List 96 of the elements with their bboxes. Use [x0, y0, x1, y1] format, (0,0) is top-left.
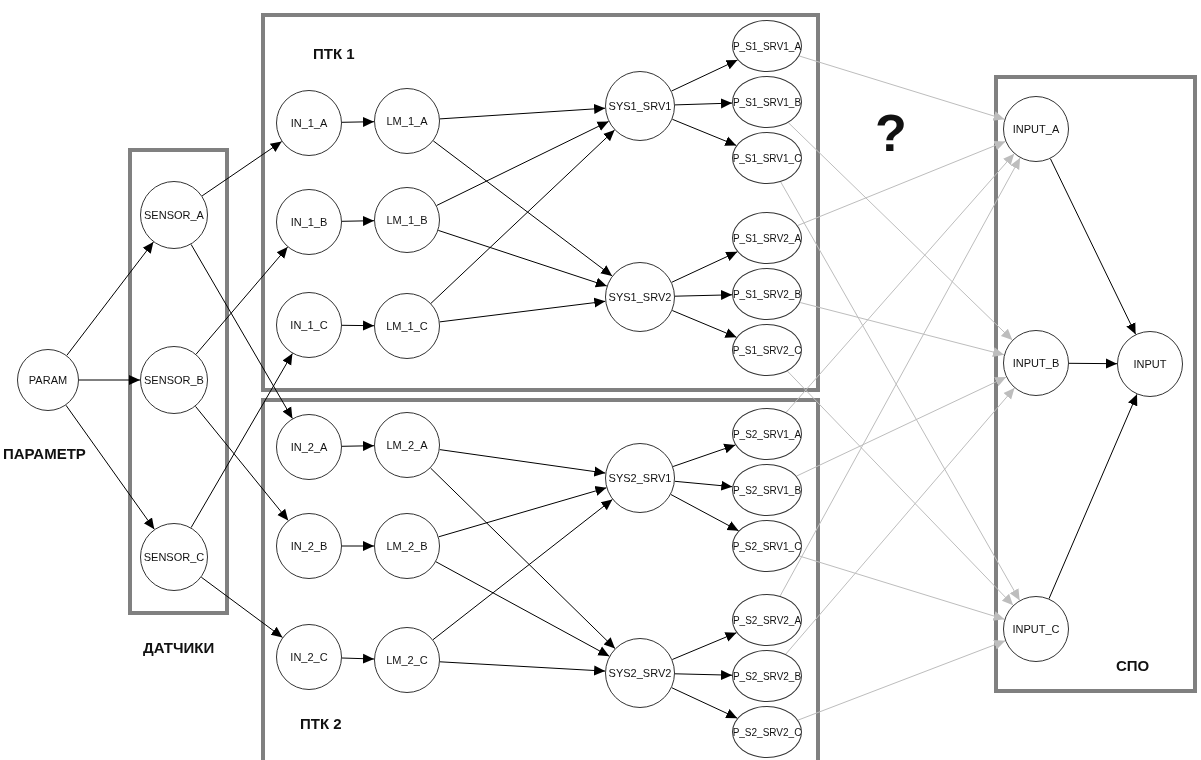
circle-node: IN_2_B: [276, 513, 342, 579]
circle-node: IN_2_A: [276, 414, 342, 480]
arrow: [341, 653, 375, 664]
arrow: [671, 632, 737, 660]
circle-node: P_S1_SRV1_C: [732, 132, 802, 184]
circle-node: P_S1_SRV1_A: [732, 20, 802, 72]
arrow: [341, 320, 375, 331]
arrow: [671, 251, 738, 283]
circle-node: PARAM: [17, 349, 79, 411]
arrow: [674, 669, 733, 680]
arrow: [671, 118, 737, 146]
arrow: [432, 499, 613, 641]
circle-node: IN_1_B: [276, 189, 342, 255]
arrow: [66, 241, 154, 356]
circle-node: LM_1_A: [374, 88, 440, 154]
arrow: [190, 353, 293, 529]
arrow: [785, 387, 1015, 655]
circle-node: LM_2_C: [374, 627, 440, 693]
arrow: [65, 404, 155, 530]
circle-node: P_S2_SRV1_B: [732, 464, 802, 516]
arrow: [437, 229, 608, 288]
arrow: [1068, 358, 1118, 369]
arrow: [439, 103, 606, 120]
circle-node: LM_2_B: [374, 513, 440, 579]
arrow: [672, 443, 736, 467]
group-title: СПО: [1116, 657, 1150, 674]
arrow: [78, 375, 141, 385]
circle-node: INPUT: [1117, 331, 1183, 397]
arrow: [1049, 158, 1137, 335]
circle-node: P_S2_SRV1_C: [732, 520, 802, 572]
circle-node: P_S2_SRV2_A: [732, 594, 802, 646]
arrow: [674, 98, 733, 109]
arrow: [671, 59, 738, 92]
arrow: [797, 140, 1006, 226]
arrow: [430, 129, 616, 304]
arrow: [436, 120, 610, 206]
arrow: [435, 561, 610, 657]
arrow: [796, 376, 1007, 477]
arrow: [798, 55, 1005, 121]
circle-node: IN_1_A: [276, 90, 342, 156]
arrow: [201, 141, 283, 197]
arrow: [797, 640, 1006, 721]
group-frame: [261, 13, 820, 392]
circle-node: SYS2_SRV1: [605, 443, 675, 513]
arrow: [341, 440, 375, 451]
arrow: [190, 243, 293, 419]
arrow: [341, 116, 375, 127]
circle-node: IN_2_C: [276, 624, 342, 690]
arrow: [671, 310, 737, 338]
circle-node: INPUT_B: [1003, 330, 1069, 396]
circle-node: SYS2_SRV2: [605, 638, 675, 708]
circle-node: P_S1_SRV2_A: [732, 212, 802, 264]
circle-node: SENSOR_C: [140, 523, 208, 591]
circle-node: LM_2_A: [374, 412, 440, 478]
arrow: [786, 370, 1014, 606]
circle-node: P_S1_SRV2_B: [732, 268, 802, 320]
circle-node: SENSOR_A: [140, 181, 208, 249]
node-caption: ПАРАМЕТР: [3, 445, 86, 462]
arrow: [438, 486, 607, 538]
question-mark-note: ?: [875, 103, 907, 163]
circle-node: IN_1_C: [276, 292, 342, 358]
arrow: [439, 297, 606, 323]
circle-node: P_S2_SRV1_A: [732, 408, 802, 460]
arrow: [341, 541, 375, 551]
arrow: [674, 290, 733, 301]
arrow: [200, 576, 283, 638]
arrow: [432, 140, 613, 277]
group-frame: [994, 75, 1197, 693]
arrow: [798, 555, 1005, 621]
arrow: [671, 687, 738, 719]
arrow: [195, 246, 289, 355]
circle-node: SYS1_SRV2: [605, 262, 675, 332]
circle-node: LM_1_B: [374, 187, 440, 253]
circle-node: P_S2_SRV2_C: [732, 706, 802, 758]
arrow: [1048, 393, 1138, 600]
group-frame: [261, 398, 820, 760]
circle-node: LM_1_C: [374, 293, 440, 359]
arrow: [787, 122, 1013, 341]
group-title: ДАТЧИКИ: [143, 639, 215, 656]
circle-node: P_S1_SRV1_B: [732, 76, 802, 128]
circle-node: INPUT_C: [1003, 596, 1069, 662]
circle-node: P_S1_SRV2_C: [732, 324, 802, 376]
arrow: [195, 405, 289, 521]
circle-node: P_S2_SRV2_B: [732, 650, 802, 702]
arrow: [430, 467, 616, 649]
arrow: [674, 480, 733, 491]
arrow: [799, 302, 1005, 357]
arrow: [670, 494, 740, 532]
arrow: [439, 661, 606, 676]
group-title: ПТК 1: [313, 45, 355, 62]
arrow: [341, 215, 375, 226]
circle-node: INPUT_A: [1003, 96, 1069, 162]
circle-node: SYS1_SRV1: [605, 71, 675, 141]
group-title: ПТК 2: [300, 715, 342, 732]
circle-node: SENSOR_B: [140, 346, 208, 414]
arrow: [439, 449, 606, 477]
